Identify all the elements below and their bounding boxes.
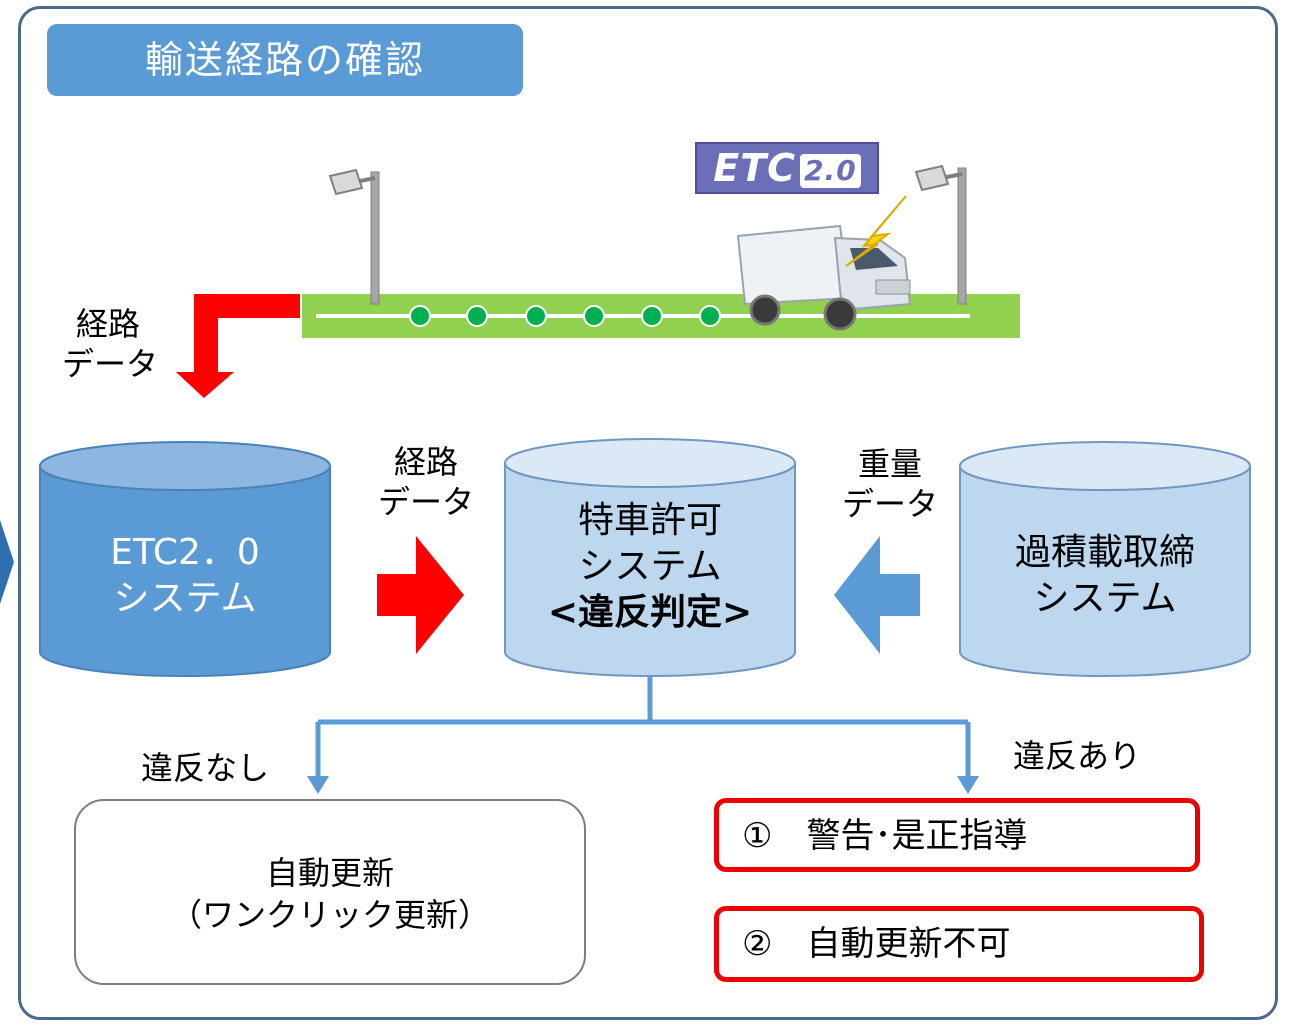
cylinder-etc-system [39,441,331,677]
no-violation-label: 違反なし [140,749,269,787]
overload-system-label: 過積載取締 システム [1014,532,1195,619]
etc-system-label: ETC2．0 システム [110,532,260,619]
outcome-no-renewal-text: ② 自動更新不可 [742,924,1011,964]
route-data-label: 経路 データ [62,305,159,383]
permit-system-label: 特車許可 システム <違反判定> [547,500,753,633]
outcome-auto-renewal-box [74,799,586,985]
violation-label: 違反あり [1012,737,1141,775]
cylinder-permit-system [504,438,796,677]
chevron-right-icon [0,520,14,604]
roadside-antenna-icon [328,168,380,305]
route-data-arrow [176,294,300,398]
decision-connector [315,676,971,778]
outcome-auto-renewal-text: 自動更新 （ワンクリック更新） [169,854,490,934]
cylinder-overload-system [959,441,1251,677]
route-point [699,305,721,327]
arrow-down-icon [307,776,329,794]
route-data-label: 経路 データ [377,443,474,521]
lightning-icon [845,195,907,267]
roadside-antenna-icon [914,164,967,305]
outcome-no-renewal-box [714,906,1204,982]
route-point [641,305,663,327]
arrow-down-icon [957,776,979,794]
route-points [409,305,721,327]
outcome-warning-box [714,798,1200,872]
weight-data-arrow [834,536,920,654]
route-point [525,305,547,327]
page-title: 輸送経路の確認 [47,24,523,96]
route-point [583,305,605,327]
route-point [466,305,488,327]
outcome-warning-text: ① 警告･是正指導 [742,816,1028,856]
route-data-arrow [377,536,464,654]
weight-data-label: 重量 データ [841,445,938,523]
route-point [409,305,431,327]
